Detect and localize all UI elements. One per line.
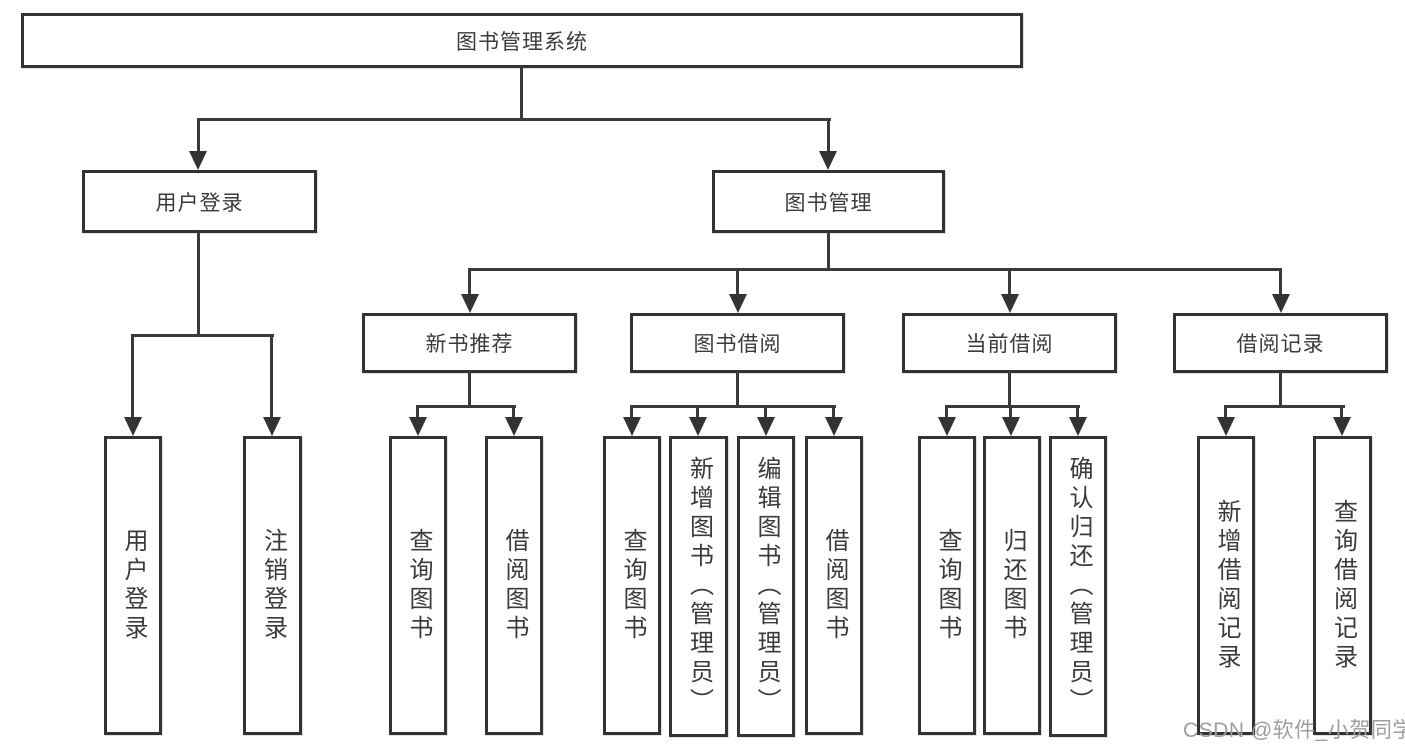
leaf-query-books-label: 查询图书 (405, 527, 432, 644)
connector-trunk (1279, 371, 1282, 408)
connector-book-mgmt-trunk (827, 231, 830, 271)
arrow-down-icon (189, 151, 207, 170)
csdn-watermark: CSDN @软件_小贺同学 (1183, 719, 1405, 742)
leaf-query-books-2: 查询图书 (603, 436, 661, 735)
arrow-down-icon (729, 294, 747, 313)
connector-user-login-bar (131, 334, 274, 337)
connector-drop (1008, 268, 1011, 296)
connector-group-bar (416, 405, 516, 408)
arrow-down-icon (623, 417, 641, 436)
leaf-user-login-label: 用户登录 (120, 527, 147, 644)
node-book-borrowing: 图书借阅 (630, 313, 845, 373)
leaf-query-books-3: 查询图书 (918, 436, 976, 735)
leaf-borrow-books-2: 借阅图书 (805, 436, 863, 735)
leaf-query-borrow-record-label: 查询借阅记录 (1329, 498, 1357, 673)
node-borrowing-records-label: 借阅记录 (1236, 333, 1325, 356)
connector-drop (270, 334, 273, 421)
node-root: 图书管理系统 (21, 13, 1023, 68)
leaf-query-books: 查询图书 (389, 436, 447, 735)
leaf-edit-books-admin: 编辑图书（管理员） (737, 436, 795, 737)
connector-drop (1076, 405, 1079, 421)
connector-drop (512, 405, 515, 421)
leaf-add-books-admin: 新增图书（管理员） (669, 436, 728, 737)
connector-drop (1224, 405, 1227, 421)
leaf-logout: 注销登录 (243, 436, 302, 735)
node-user-login-label: 用户登录 (155, 191, 244, 215)
arrow-down-icon (505, 417, 523, 436)
arrow-down-icon (819, 151, 837, 170)
connector-group-bar (945, 405, 1080, 408)
connector-group-bar (1224, 405, 1345, 408)
arrow-down-icon (938, 417, 956, 436)
arrow-down-icon (1333, 417, 1351, 436)
arrow-down-icon (263, 417, 281, 436)
leaf-borrow-books: 借阅图书 (485, 436, 543, 735)
leaf-query-borrow-record: 查询借阅记录 (1313, 436, 1372, 735)
connector-drop (736, 268, 739, 296)
connector-drop-user-login (197, 118, 200, 154)
connector-trunk (736, 371, 739, 408)
connector-user-login-trunk (197, 231, 200, 337)
leaf-return-books-label: 归还图书 (999, 527, 1026, 644)
node-borrowing-records: 借阅记录 (1173, 313, 1388, 373)
node-book-management-label: 图书管理 (784, 191, 873, 215)
leaf-user-login: 用户登录 (104, 436, 162, 735)
arrow-down-icon (461, 294, 479, 313)
arrow-down-icon (1217, 417, 1235, 436)
connector-drop (1340, 405, 1343, 421)
connector-book-mgmt-bar (468, 268, 1282, 271)
leaf-add-borrow-record: 新增借阅记录 (1197, 436, 1255, 735)
arrow-down-icon (757, 417, 775, 436)
leaf-add-books-admin-label: 新增图书（管理员） (685, 456, 713, 717)
connector-drop (416, 405, 419, 421)
leaf-query-books-3-label: 查询图书 (934, 527, 961, 644)
leaf-edit-books-admin-label: 编辑图书（管理员） (753, 456, 780, 717)
connector-drop (1009, 405, 1012, 421)
leaf-add-borrow-record-label: 新增借阅记录 (1213, 498, 1240, 673)
arrow-down-icon (124, 417, 142, 436)
connector-drop (1279, 268, 1282, 296)
leaf-return-books: 归还图书 (983, 436, 1041, 735)
leaf-borrow-books-label: 借阅图书 (501, 527, 528, 644)
arrow-down-icon (1069, 417, 1087, 436)
connector-drop (696, 405, 699, 421)
leaf-borrow-books-2-label: 借阅图书 (821, 527, 848, 644)
leaf-confirm-return-admin-label: 确认归还（管理员） (1065, 456, 1092, 717)
connector-drop (764, 405, 767, 421)
leaf-query-books-2-label: 查询图书 (619, 527, 646, 644)
connector-group-bar (630, 405, 836, 408)
connector-root-bar (197, 118, 831, 121)
node-root-label: 图书管理系统 (456, 30, 588, 54)
arrow-down-icon (1001, 294, 1019, 313)
connector-drop (832, 405, 835, 421)
node-current-borrowing: 当前借阅 (902, 313, 1117, 373)
leaf-logout-label: 注销登录 (259, 527, 287, 644)
node-new-book-recommendation: 新书推荐 (362, 313, 577, 373)
node-current-borrowing-label: 当前借阅 (965, 333, 1054, 356)
arrow-down-icon (689, 417, 707, 436)
connector-root-trunk (520, 66, 523, 120)
connector-trunk (468, 371, 471, 408)
connector-drop (468, 268, 471, 296)
arrow-down-icon (409, 417, 427, 436)
connector-trunk (1008, 371, 1011, 408)
arrow-down-icon (1272, 294, 1290, 313)
node-book-borrowing-label: 图书借阅 (693, 333, 782, 356)
leaf-confirm-return-admin: 确认归还（管理员） (1049, 436, 1107, 737)
connector-drop (131, 334, 134, 421)
connector-drop (630, 405, 633, 421)
arrow-down-icon (825, 417, 843, 436)
node-new-book-recommendation-label: 新书推荐 (425, 333, 514, 356)
arrow-down-icon (1002, 417, 1020, 436)
node-book-management: 图书管理 (712, 170, 945, 233)
connector-drop (945, 405, 948, 421)
connector-drop-book-mgmt (827, 118, 830, 154)
node-user-login: 用户登录 (82, 170, 317, 233)
